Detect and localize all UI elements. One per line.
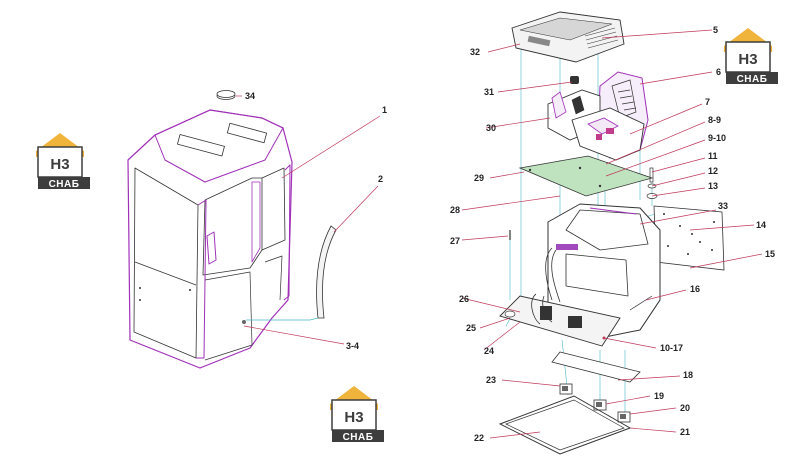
part-33-panel xyxy=(653,205,725,271)
part-23-bracket xyxy=(559,383,573,395)
part-labels: 34 1 2 3-4 5 32 6 31 7 30 8-9 9-10 11 29… xyxy=(245,25,775,443)
brand-logo-right: H3 СНАБ xyxy=(724,28,778,85)
label-18: 18 xyxy=(683,370,693,380)
part-22-mat-frame xyxy=(498,395,632,455)
brand-logo-left: H3 СНАБ xyxy=(36,133,90,190)
part-34-cap xyxy=(216,90,236,100)
part-24-floor-plate xyxy=(499,293,621,347)
part-3-4-bolt xyxy=(242,320,246,324)
label-29: 29 xyxy=(474,173,484,183)
label-34: 34 xyxy=(245,91,255,101)
label-2: 2 xyxy=(378,174,383,184)
label-8-9: 8-9 xyxy=(708,115,721,125)
label-10-17: 10-17 xyxy=(660,343,683,353)
logo-word: СНАБ xyxy=(49,179,80,190)
label-3-4: 3-4 xyxy=(346,341,359,351)
label-23: 23 xyxy=(486,375,496,385)
part-31-knob xyxy=(570,76,579,84)
part-20-block xyxy=(617,411,631,423)
part-5-cover xyxy=(511,11,625,63)
label-7: 7 xyxy=(705,97,710,107)
cab-assembly xyxy=(127,109,293,369)
leader-lines-right xyxy=(461,29,763,439)
part-7-armrest xyxy=(571,107,645,161)
label-11: 11 xyxy=(708,151,718,161)
label-6: 6 xyxy=(716,67,721,77)
logo-letters: H3 xyxy=(50,156,69,173)
logo-word: СНАБ xyxy=(343,432,374,443)
label-24: 24 xyxy=(484,346,494,356)
part-29-plate xyxy=(518,155,654,197)
label-31: 31 xyxy=(484,87,494,97)
logo-letters: H3 xyxy=(738,51,757,68)
leader-lines-cab xyxy=(236,95,381,345)
part-19-block xyxy=(593,399,607,411)
label-16: 16 xyxy=(690,284,700,294)
label-19: 19 xyxy=(654,391,664,401)
label-27: 27 xyxy=(450,236,460,246)
label-20: 20 xyxy=(680,403,690,413)
brand-logo-center: H3 СНАБ xyxy=(330,386,384,443)
logo-word: СНАБ xyxy=(737,74,768,85)
label-5: 5 xyxy=(713,25,718,35)
label-33: 33 xyxy=(718,201,728,211)
label-26: 26 xyxy=(459,294,469,304)
label-28: 28 xyxy=(450,205,460,215)
label-21: 21 xyxy=(680,427,690,437)
label-15: 15 xyxy=(765,249,775,259)
logo-letters: H3 xyxy=(344,409,363,426)
label-9-10: 9-10 xyxy=(708,133,726,143)
part-18-strip xyxy=(551,351,641,383)
part-2-seal-strip xyxy=(316,225,337,319)
projection-lines-cab xyxy=(246,317,319,321)
label-1: 1 xyxy=(382,105,387,115)
label-25: 25 xyxy=(466,323,476,333)
label-14: 14 xyxy=(756,220,766,230)
label-22: 22 xyxy=(474,433,484,443)
label-13: 13 xyxy=(708,181,718,191)
label-12: 12 xyxy=(708,166,718,176)
label-32: 32 xyxy=(470,47,480,57)
label-30: 30 xyxy=(486,123,496,133)
